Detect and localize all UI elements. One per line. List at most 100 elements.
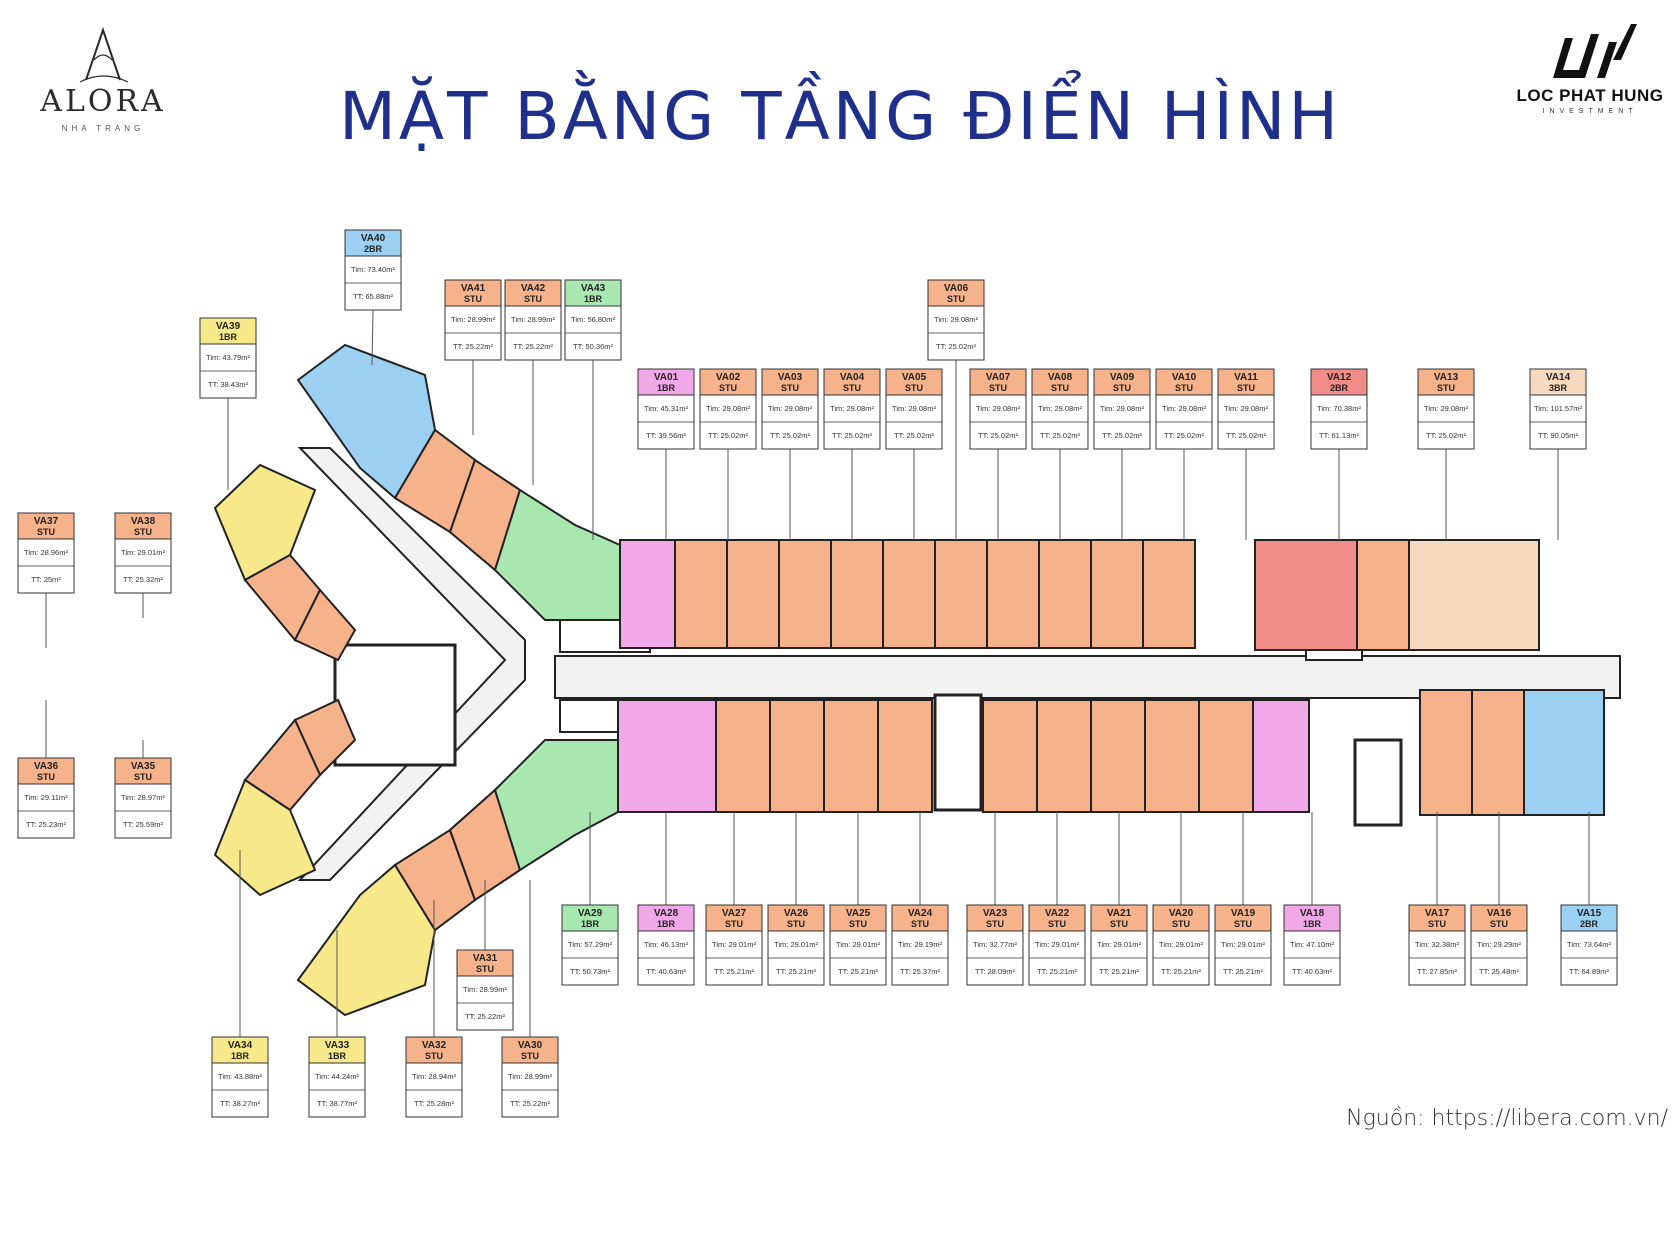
unit-type: STU: [1175, 383, 1193, 393]
unit-tim-area: Tim: 29.01m²: [836, 940, 880, 949]
unit-code: VA10: [1172, 372, 1197, 383]
label-header: [1152, 904, 1210, 932]
unit-type: STU: [134, 772, 152, 782]
unit-tim-area: Tim: 28.99m²: [511, 315, 555, 324]
unit-tim-area: Tim: 29.08m²: [1162, 404, 1206, 413]
unit-block: [1252, 699, 1310, 813]
unit-tt-area: TT: 25.21m²: [776, 967, 817, 976]
unit-tt-area: TT: 25.59m²: [123, 820, 164, 829]
unit-type: 1BR: [657, 919, 676, 929]
unit-tim-area: Tim: 28.99m²: [508, 1072, 552, 1081]
unit-tt-area: TT: 40.63m²: [646, 967, 687, 976]
label-header: [1155, 368, 1213, 396]
label-header: [969, 368, 1027, 396]
unit-tim-area: Tim: 29.01m²: [121, 548, 165, 557]
unit-type: STU: [989, 383, 1007, 393]
unit-block: [617, 699, 717, 813]
unit-tt-area: TT: 65.88m²: [353, 292, 394, 301]
unit-type: STU: [134, 527, 152, 537]
label-header: [927, 279, 985, 307]
label-header: [891, 904, 949, 932]
unit-code: VA14: [1546, 372, 1571, 383]
label-header: [966, 904, 1024, 932]
unit-block: [674, 539, 728, 649]
unit-type: STU: [1437, 383, 1455, 393]
unit-code: VA32: [422, 1040, 447, 1051]
unit-tt-area: TT: 25m²: [31, 575, 61, 584]
unit-type: STU: [719, 383, 737, 393]
unit-code: VA30: [518, 1040, 543, 1051]
unit-tim-area: Tim: 29.01m²: [1035, 940, 1079, 949]
unit-tim-area: Tim: 32.38m²: [1415, 940, 1459, 949]
unit-tim-area: Tim: 57.29m²: [568, 940, 612, 949]
unit-type: STU: [1172, 919, 1190, 929]
unit-type: 1BR: [581, 919, 600, 929]
unit-tim-area: Tim: 47.10m²: [1290, 940, 1334, 949]
unit-block: [877, 699, 933, 813]
unit-tim-area: Tim: 29.08m²: [934, 315, 978, 324]
unit-block: [1142, 539, 1196, 649]
unit-tim-area: Tim: 56.80m²: [571, 315, 615, 324]
unit-code: VA01: [654, 372, 679, 383]
unit-type: 2BR: [1330, 383, 1349, 393]
unit-type: 1BR: [657, 383, 676, 393]
label-header: [444, 279, 502, 307]
unit-block: [1419, 689, 1473, 816]
unit-tt-area: TT: 40.63m²: [1292, 967, 1333, 976]
unit-tim-area: Tim: 73.64m²: [1567, 940, 1611, 949]
label-header: [1310, 368, 1368, 396]
unit-code: VA22: [1045, 908, 1070, 919]
source-note: Nguồn: https://libera.com.vn/: [1346, 1106, 1668, 1131]
unit-block: [986, 539, 1040, 649]
unit-code: VA28: [654, 908, 679, 919]
unit-block: [1144, 699, 1200, 813]
loc-phat-hung-logo: LOC PHAT HUNG INVESTMENT: [1505, 20, 1675, 120]
unit-tt-area: TT: 38.77m²: [317, 1099, 358, 1108]
unit-code: VA07: [986, 372, 1011, 383]
unit-tt-area: TT: 28.09m²: [975, 967, 1016, 976]
leader-line: [371, 309, 374, 366]
alora-logo-text: ALORA: [40, 84, 166, 119]
unit-tt-area: TT: 50.36m²: [573, 342, 614, 351]
unit-block: [982, 699, 1038, 813]
unit-code: VA42: [521, 283, 546, 294]
unit-block: [1408, 539, 1540, 651]
label-header: [1028, 904, 1086, 932]
unit-block: [715, 699, 771, 813]
unit-code: VA29: [578, 908, 603, 919]
unit-code: VA06: [944, 283, 969, 294]
unit-code: VA40: [361, 233, 386, 244]
unit-code: VA21: [1107, 908, 1132, 919]
unit-tt-area: TT: 25.02m²: [832, 431, 873, 440]
unit-block: [1356, 539, 1410, 651]
label-header: [885, 368, 943, 396]
unit-code: VA09: [1110, 372, 1135, 383]
unit-tim-area: Tim: 29.01m²: [774, 940, 818, 949]
unit-type: 1BR: [219, 332, 238, 342]
unit-tt-area: TT: 50.73m²: [570, 967, 611, 976]
central-core: [333, 643, 457, 767]
unit-block: [1036, 699, 1092, 813]
unit-tt-area: TT: 39.56m²: [646, 431, 687, 440]
unit-block: [493, 739, 619, 872]
unit-code: VA17: [1425, 908, 1450, 919]
unit-type: STU: [1048, 919, 1066, 929]
unit-block: [1254, 539, 1358, 651]
unit-type: STU: [843, 383, 861, 393]
